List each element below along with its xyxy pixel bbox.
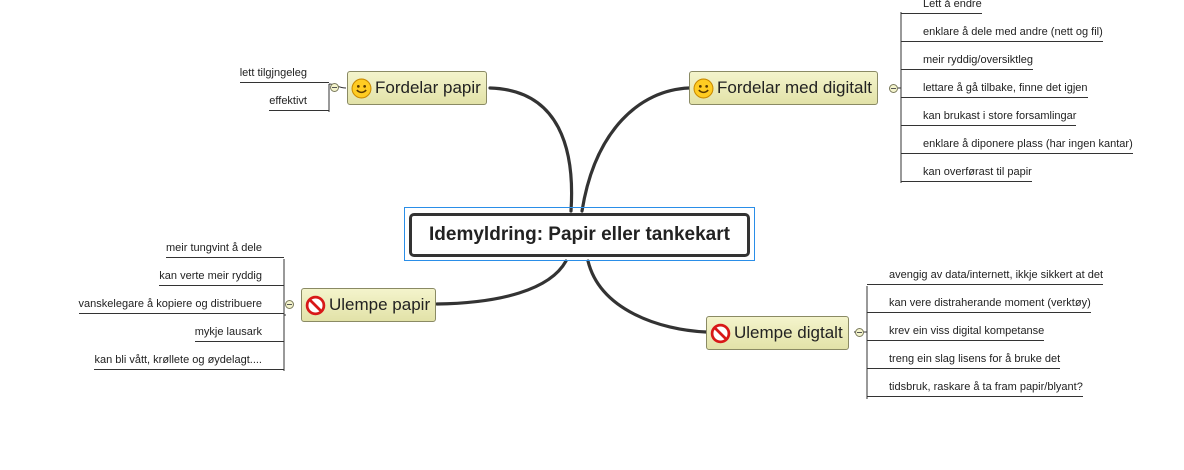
branch-label: Fordelar med digitalt (717, 78, 872, 97)
central-topic-selection[interactable]: Idemyldring: Papir eller tankekart (404, 207, 755, 261)
leaf-node[interactable]: krev ein viss digital kompetanse (867, 324, 1045, 341)
connector-fordelar-papir (488, 86, 574, 213)
leaf-node[interactable]: meir tungvint å dele (166, 241, 284, 258)
central-topic-title: Idemyldring: Papir eller tankekart (429, 224, 730, 245)
collapse-toggle-ulempe-digitalt[interactable] (855, 328, 864, 337)
leaf-node[interactable]: vanskelegare å kopiere og distribuere (78, 297, 284, 314)
leaf-node[interactable]: effektivt (269, 94, 329, 111)
leaf-node[interactable]: kan vere distraherande moment (verktøy) (867, 296, 1091, 313)
leaf-node[interactable]: kan verte meir ryddig (159, 269, 284, 286)
collapse-toggle-fordelar-digitalt[interactable] (889, 84, 898, 93)
smiley-icon (693, 78, 714, 98)
connector-ulempe-digitalt (586, 259, 708, 334)
branch-ulempe-digitalt[interactable]: Ulempe digtalt (706, 316, 849, 350)
branch-label: Fordelar papir (375, 78, 481, 97)
branch-label: Ulempe papir (329, 295, 431, 314)
branch-fordelar-papir[interactable]: Fordelar papir (347, 71, 487, 105)
no-entry-icon (305, 295, 326, 315)
leaf-node[interactable]: Lett å endre (901, 0, 982, 14)
smiley-icon (351, 78, 372, 98)
leaf-node[interactable]: avengig av data/internett, ikkje sikkert… (867, 268, 1104, 285)
branch-ulempe-papir[interactable]: Ulempe papir (301, 288, 437, 322)
collapse-toggle-fordelar-papir[interactable] (330, 83, 339, 92)
collapse-toggle-ulempe-papir[interactable] (285, 300, 294, 309)
leaf-node[interactable]: kan bli vått, krøllete og øydelagt.... (94, 353, 284, 370)
leaf-node[interactable]: enklare å diponere plass (har ingen kant… (901, 137, 1133, 154)
connector-fordelar-digitalt (580, 86, 691, 213)
connector-ulempe-papir (435, 259, 568, 306)
leaf-node[interactable]: meir ryddig/oversiktleg (901, 53, 1034, 70)
leaf-node[interactable]: enklare å dele med andre (nett og fil) (901, 25, 1103, 42)
main-connectors (435, 86, 708, 334)
branch-fordelar-digitalt[interactable]: Fordelar med digitalt (689, 71, 878, 105)
leaf-node[interactable]: tidsbruk, raskare å ta fram papir/blyant… (867, 380, 1083, 397)
leaf-node[interactable]: kan brukast i store forsamlingar (901, 109, 1077, 126)
leaf-node[interactable]: kan overførast til papir (901, 165, 1032, 182)
branch-label: Ulempe digtalt (734, 323, 843, 342)
leaf-node[interactable]: treng ein slag lisens for å bruke det (867, 352, 1061, 369)
leaf-node[interactable]: lett tilgjngeleg (239, 66, 329, 83)
leaf-node[interactable]: lettare å gå tilbake, finne det igjen (901, 81, 1088, 98)
leaf-node[interactable]: mykje lausark (194, 325, 284, 342)
central-topic[interactable]: Idemyldring: Papir eller tankekart (409, 213, 750, 257)
no-entry-icon (710, 323, 731, 343)
